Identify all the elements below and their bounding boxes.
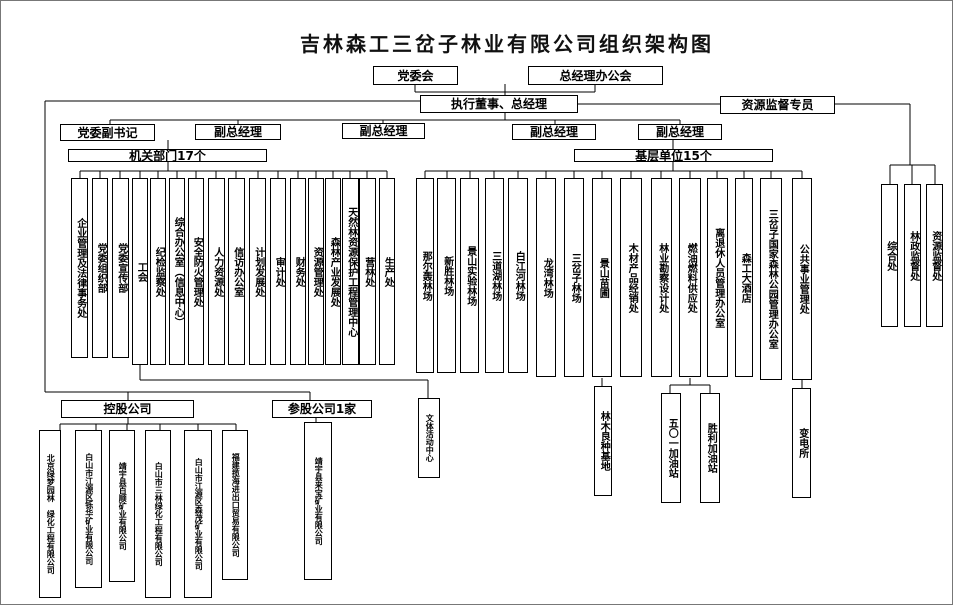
grassroots-unit-box: 林业勘察设计处 <box>651 178 672 377</box>
department-box: 工会 <box>132 178 148 365</box>
party-deputy-box: 党委副书记 <box>60 124 155 141</box>
grassroots-unit-box: 公共事业管理处 <box>792 178 812 380</box>
department-box: 党委组织部 <box>92 178 108 358</box>
grassroots-unit-box: 三道湖林场 <box>485 178 504 373</box>
department-box: 计划发展处 <box>249 178 266 365</box>
holding-company-box: 白山市江源区铄华矿业有限公司 <box>75 430 102 588</box>
deputy-gm-box-3: 副总经理 <box>512 124 596 140</box>
grassroots-unit-box: 燃油燃料供应处 <box>679 178 701 377</box>
grassroots-unit-box: 三岔子国家森林公园管理办公室 <box>760 178 782 380</box>
supervision-unit-box: 林政监督处 <box>904 184 921 327</box>
department-box: 森林产业发展处 <box>325 178 341 365</box>
department-box: 信访办公室 <box>228 178 245 365</box>
executive-box: 执行董事、总经理 <box>420 95 578 113</box>
supervision-unit-box: 综合处 <box>881 184 898 327</box>
activity-center-box: 文体活动中心 <box>418 398 440 478</box>
holding-company-box: 福建揽海进出口贸易有限公司 <box>222 430 248 580</box>
chart-title: 吉林森工三岔子林业有限公司组织架构图 <box>300 32 714 56</box>
department-box: 天然林资源保护工程管理中心 <box>342 178 359 365</box>
gas-station-box-501: 五〇一加油站 <box>661 393 681 503</box>
department-box: 企业管理及法律事务处 <box>71 178 88 358</box>
department-box: 纪检监察处 <box>150 178 166 365</box>
deputy-gm-box-4: 副总经理 <box>638 124 722 140</box>
department-box: 综合办公室（信息中心） <box>169 178 185 365</box>
holding-header: 控股公司 <box>61 400 194 418</box>
departments-header: 机关部门17个 <box>68 149 267 162</box>
grassroots-unit-box: 那尔轰林场 <box>416 178 434 373</box>
holding-company-box: 北京绿梦园林 绿化工程有限公司 <box>39 430 61 598</box>
holding-company-box: 白山市三林绿化工程有限公司 <box>145 430 171 598</box>
grassroots-unit-box: 三岔子林场 <box>564 178 584 377</box>
grassroots-unit-box: 白江河林场 <box>508 178 528 373</box>
deputy-gm-box-1: 副总经理 <box>195 124 281 140</box>
grassroots-unit-box: 景山苗圃 <box>592 178 612 377</box>
grassroots-unit-box: 木材产品经销处 <box>620 178 642 377</box>
holding-company-box: 白山市江源区森茂矿业有限公司 <box>184 430 212 598</box>
seed-base-box: 林木良种基地 <box>594 386 612 496</box>
department-box: 党委宣传部 <box>112 178 129 358</box>
department-box: 营林处 <box>359 178 376 365</box>
share-company-box: 靖宇县来宝矿业有限公司 <box>304 422 332 580</box>
grassroots-unit-box: 新胜林场 <box>437 178 456 373</box>
supervisor-box: 资源监督专员 <box>720 96 835 114</box>
grassroots-unit-box: 森工大酒店 <box>735 178 753 377</box>
substation-box: 变电所 <box>792 388 811 498</box>
supervision-unit-box: 资源监督处 <box>926 184 943 327</box>
department-box: 资源管理处 <box>308 178 324 365</box>
department-box: 审计处 <box>270 178 286 365</box>
party-committee-box: 党委会 <box>373 66 458 85</box>
deputy-gm-box-2: 副总经理 <box>342 123 425 139</box>
gas-station-box-shengli: 胜利加油站 <box>700 393 720 503</box>
grassroots-unit-box: 离退休人员管理办公室 <box>707 178 728 377</box>
shareholding-header: 参股公司1家 <box>272 400 372 418</box>
department-box: 人力资源处 <box>208 178 225 365</box>
holding-company-box: 靖宇县百顺矿业有限公司 <box>109 430 135 582</box>
department-box: 生产处 <box>379 178 395 365</box>
grassroots-unit-box: 景山实验林场 <box>460 178 479 373</box>
department-box: 财务处 <box>290 178 306 365</box>
department-box: 安全防火管理处 <box>188 178 204 365</box>
grassroots-unit-box: 龙湾林场 <box>536 178 556 377</box>
grassroots-header: 基层单位15个 <box>574 149 773 162</box>
gm-office-box: 总经理办公会 <box>528 66 663 85</box>
